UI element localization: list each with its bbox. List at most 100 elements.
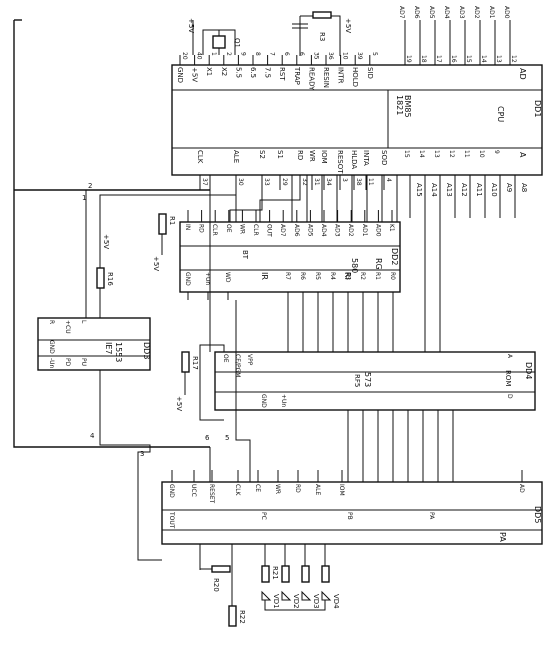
dd2-bottom-pin-name: GND — [184, 272, 191, 286]
dd1-bottom-pin-num: 31 — [313, 178, 320, 186]
dd4-label: 573 — [363, 372, 372, 387]
dd1-ad-label: AD6 — [413, 6, 420, 19]
dd1-ad-label: AD5 — [428, 6, 435, 19]
dd1-bottom-pin-name: S2 — [258, 150, 266, 159]
dd5-label: PA — [498, 532, 507, 542]
dd5-top-pin-name: ALE — [314, 484, 321, 495]
a11-label: A11 — [475, 183, 483, 197]
dd2-bottom-pin-name: R6 — [299, 272, 306, 280]
dd1-bottom-pin-num: 37 — [201, 178, 208, 186]
dd2-top-pin-name: AD3 — [334, 224, 341, 237]
dd1-bottom-pin-num: 34 — [325, 178, 332, 186]
address-bus-lines — [409, 175, 516, 352]
dd1-top-pin-num: 6 — [298, 52, 305, 56]
dd1-top-pin-num: 10 — [342, 52, 349, 60]
r17-plus5v: +5V — [175, 396, 183, 411]
dd1-bottom-pin-name: RESOT — [336, 150, 344, 174]
dd1-bottom-pin-name: HLDA — [350, 150, 358, 169]
dd1-bottom-pin-num: 11 — [367, 178, 374, 186]
dd1-bottom-pin-name: INTA — [362, 150, 370, 166]
dd1-top-pin-name: 5.5 — [234, 67, 242, 78]
dd2-bt: BT — [241, 250, 249, 260]
dd1-top-pin-name: 7.5 — [264, 67, 272, 78]
dd2-top-pin-name: RD — [198, 224, 205, 233]
dd1-a-pin-num: 14 — [418, 150, 425, 158]
dd2-top-pin-name: AD0 — [374, 224, 381, 237]
dd3-body — [37, 317, 151, 371]
dd5-io-chip: DD5 PA — [161, 481, 543, 545]
dd5-top-pin-name: IOM — [338, 484, 345, 496]
dd1-top-pin-num: 20 — [181, 52, 188, 60]
r16-plus5v: +5V — [102, 234, 110, 249]
dd2-top-pin-name: WR — [238, 224, 245, 234]
dd4-rom-chip: DD4 573 RF5 ROM — [214, 351, 536, 411]
dd1-ad-pin-num: 19 — [405, 55, 412, 63]
net-3: 3 — [140, 450, 144, 458]
dd1-name: DD1 — [533, 100, 542, 117]
dd1-ad-label: AD0 — [503, 6, 510, 19]
data-bus-lines — [287, 175, 454, 482]
dd2-bottom-pin-name: R2 — [359, 272, 366, 280]
dd1-top-pin-num: 9 — [239, 52, 246, 56]
dd5-bottom-pin-name: TOUT — [168, 511, 175, 529]
r17-label: R17 — [191, 356, 199, 370]
dd1-bottom-pin-name: SOD — [380, 150, 388, 165]
dd1-body — [171, 64, 543, 176]
dd2-body — [179, 221, 401, 293]
r3-label: R3 — [318, 32, 326, 41]
dd2-label: 580 — [350, 258, 359, 273]
dd1-top-pin-name: RESIN — [322, 67, 330, 88]
dd1-top-pin-name: SID — [366, 67, 374, 79]
r20-body — [211, 565, 231, 573]
r17-body — [181, 351, 190, 373]
dd1-power-and-crystal: +5V Q1 — [187, 18, 241, 55]
dd1-plus5v-label: +5V — [187, 18, 195, 33]
dd1-top-pin-name: GND — [176, 67, 184, 83]
dd2-bottom-pin-name: R1 — [374, 272, 381, 280]
dd1-a-pin-num: 13 — [433, 150, 440, 158]
dd2-register-chip: DD2 RG 580 RI IR BT — [179, 221, 401, 293]
dd2-top-pin-name: AD5 — [306, 224, 313, 237]
left-bus-boundary — [13, 20, 210, 448]
r16-label: R16 — [106, 272, 114, 286]
dd1-top-pin-num: 36 — [327, 52, 334, 60]
dd1-ad-label: AD4 — [443, 6, 450, 19]
dd1-top-pin-name: X2 — [220, 67, 228, 76]
dd1-top-pins: GND20+5V40X11X225.596.587.57RST6TRAP6REA… — [176, 52, 378, 91]
dd1-top-pin-name: INTR — [337, 67, 345, 84]
resistor-r17: R17 +5V — [175, 351, 199, 411]
control-wires — [85, 175, 301, 561]
dd1-ad-pin-num: 14 — [480, 55, 487, 63]
r20-label: R20 — [212, 578, 220, 592]
led-resistor-3 — [301, 565, 310, 583]
resistor-r1: R1 +5V — [152, 213, 176, 271]
dd3-pin-name: R — [48, 320, 55, 324]
r22-body — [228, 605, 237, 627]
crystal-label: Q1 — [233, 38, 241, 48]
dd5-top-pin-name: UCC — [190, 484, 197, 497]
dd5-top-pin-name: CLK — [234, 484, 241, 497]
a15-label: A15 — [415, 183, 423, 197]
dd2-top-pin-name: OE — [225, 224, 232, 233]
dd1-bottom-pin-num: 38 — [355, 178, 362, 186]
dd4-pin-name: A — [506, 354, 513, 359]
dd1-top-pin-name: 6.5 — [249, 67, 257, 78]
dd1-ad-pin-num: 13 — [495, 55, 502, 63]
r16-body — [96, 267, 105, 289]
dd1-bottom-pin-name: WR — [308, 150, 316, 162]
r21-body — [261, 565, 270, 583]
dd2-bottom-pin-name: R3 — [344, 272, 351, 280]
dd1-bottom-pin-num: 33 — [263, 178, 270, 186]
vd4-label: VD4 — [332, 594, 340, 609]
vd2-label: VD2 — [292, 594, 300, 609]
dd4-rf5: RF5 — [353, 374, 361, 387]
dd1-ad-label: AD7 — [398, 6, 405, 19]
dd1-a-pin-num: 11 — [463, 150, 470, 158]
dd1-ad-title: AD — [518, 68, 527, 80]
dd1-ad-pin-num: 18 — [420, 55, 427, 63]
